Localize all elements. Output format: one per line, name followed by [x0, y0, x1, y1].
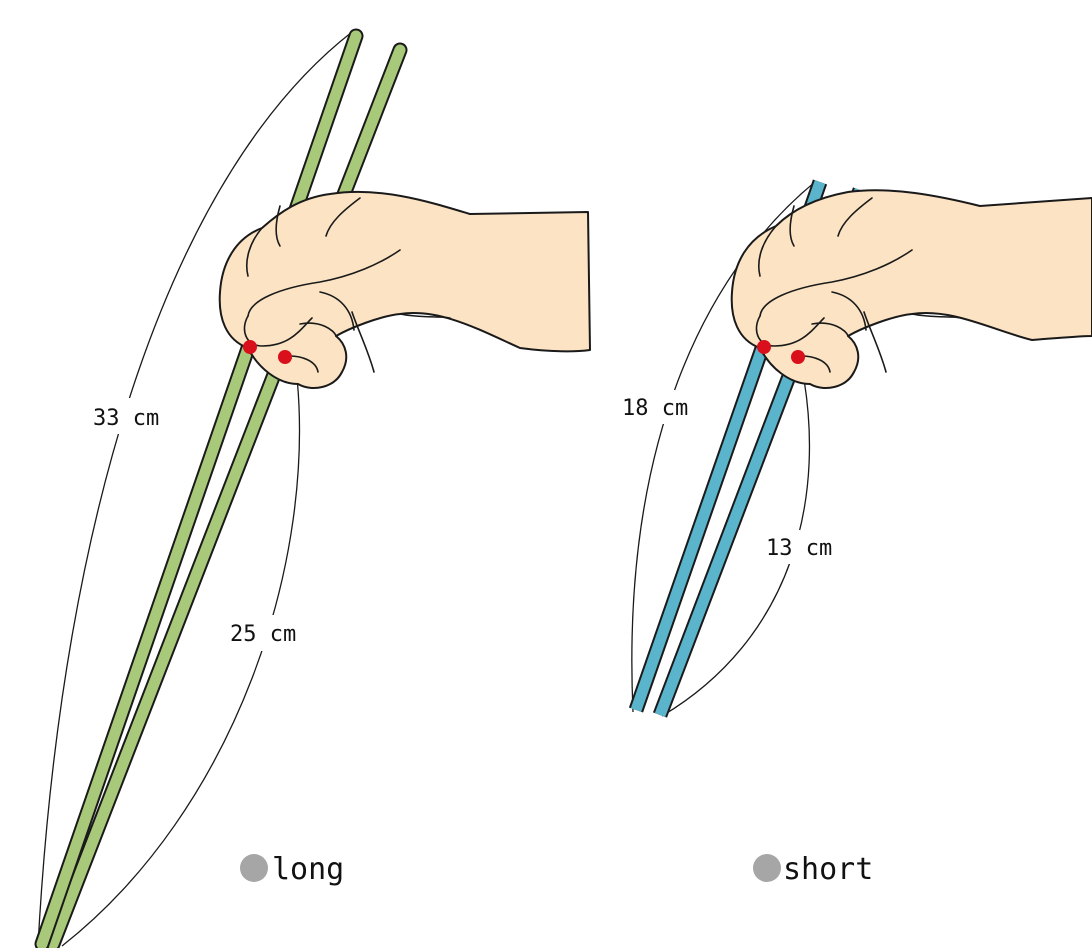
grip-length-label: 25 cm [230, 622, 296, 647]
grip-point-dot [278, 350, 292, 364]
chopstick-long-back [53, 50, 400, 944]
chopstick-long-front [42, 36, 356, 944]
bullet-icon [240, 854, 268, 882]
short-chopsticks-figure: 18 cm 13 cm short [610, 182, 1092, 887]
long-chopsticks-figure: 33 cm 25 cm long [38, 32, 590, 946]
grip-length-label: 13 cm [766, 536, 832, 561]
total-length-label: 18 cm [622, 396, 688, 421]
total-length-label: 33 cm [93, 406, 159, 431]
hand-short [732, 190, 1092, 388]
grip-point-dot [243, 340, 257, 354]
grip-point-dot [757, 340, 771, 354]
grip-point-dot [791, 350, 805, 364]
hand-long [220, 192, 590, 388]
caption-long: long [272, 852, 344, 887]
caption-short: short [783, 852, 873, 887]
bullet-icon [753, 854, 781, 882]
